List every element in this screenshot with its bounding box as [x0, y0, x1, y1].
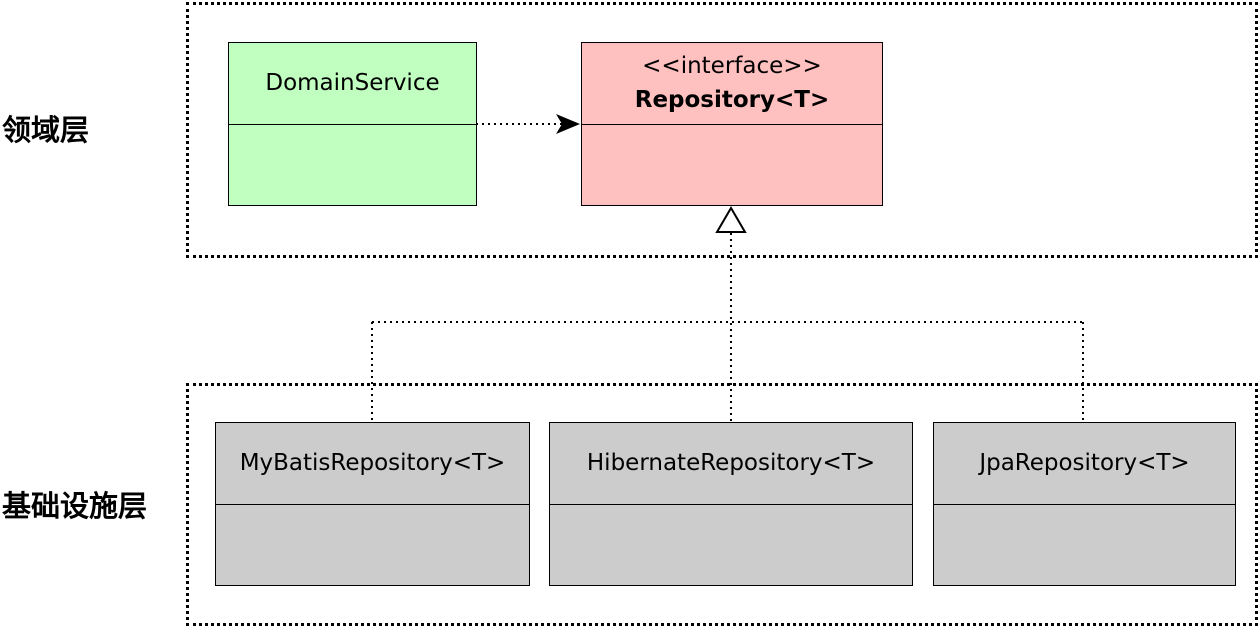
domain-service-name: DomainService — [265, 69, 440, 96]
repository-name: Repository<T> — [634, 86, 830, 113]
domain-service-class[interactable]: DomainService — [228, 42, 477, 206]
repository-interface-class[interactable]: <<interface>> Repository<T> — [581, 42, 883, 206]
mybatis-repository-class[interactable]: MyBatisRepository<T> — [215, 422, 530, 586]
infrastructure-layer-boundary — [186, 383, 1258, 626]
domain-layer-label: 领域层 — [2, 113, 90, 147]
hibernate-repository-class[interactable]: HibernateRepository<T> — [549, 422, 913, 586]
hibernate-repository-name: HibernateRepository<T> — [586, 449, 876, 476]
jpa-repository-class[interactable]: JpaRepository<T> — [933, 422, 1236, 586]
repository-stereotype: <<interface>> — [642, 53, 822, 80]
mybatis-repository-name: MyBatisRepository<T> — [239, 449, 506, 476]
realization-triangle — [715, 206, 747, 233]
infrastructure-layer-label: 基础设施层 — [2, 489, 148, 523]
jpa-repository-name: JpaRepository<T> — [979, 449, 1190, 476]
domain-layer-boundary — [186, 2, 1258, 258]
realization-connector — [371, 233, 1084, 422]
